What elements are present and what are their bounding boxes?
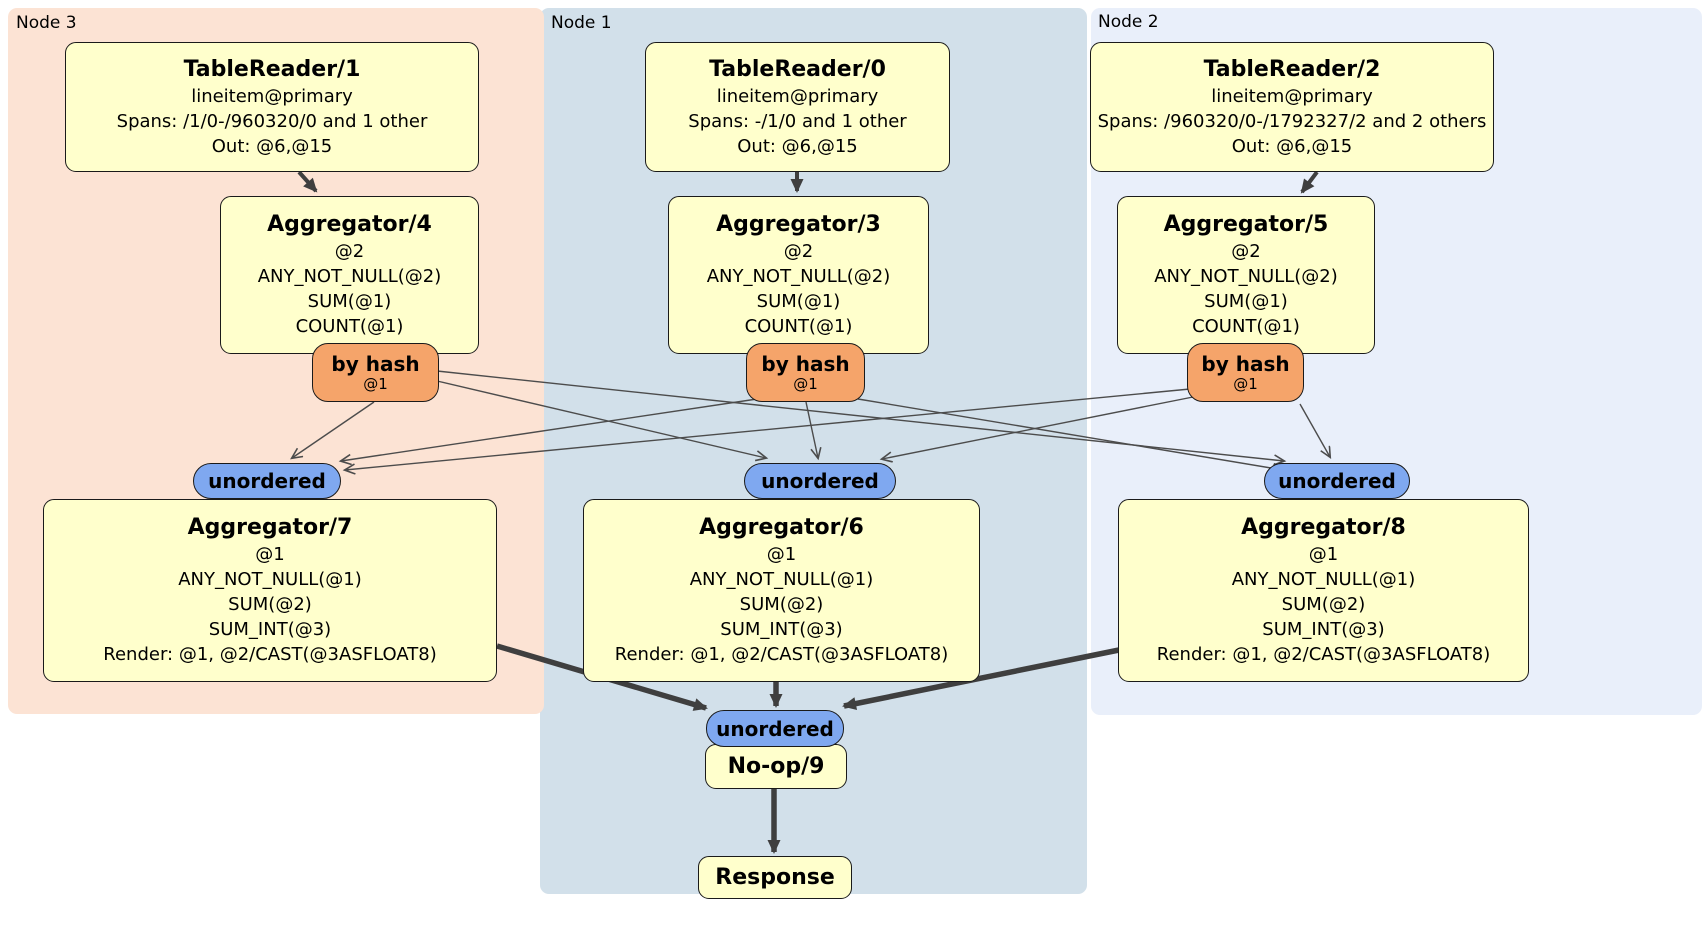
processor-title: Aggregator/8 [1241, 515, 1406, 540]
processor-line: SUM_INT(@3) [1262, 619, 1385, 640]
processor-line: SUM_INT(@3) [208, 619, 332, 640]
region-label-node1: Node 1 [551, 13, 612, 33]
processor-line: Out: @6,@15 [1231, 135, 1353, 157]
processor-title: TableReader/0 [709, 56, 886, 82]
router-by-hash-5: by hash @1 [1187, 343, 1304, 402]
processor-line: Spans: /960320/0-/1792327/2 and 2 others [1097, 110, 1487, 132]
processor-line: SUM(@1) [1204, 291, 1288, 312]
sync-unordered-final: unordered [706, 710, 844, 747]
processor-response: Response [698, 856, 852, 899]
processor-line: ANY_NOT_NULL(@2) [706, 266, 891, 287]
processor-title: Aggregator/5 [1163, 212, 1329, 237]
processor-line: @1 [1308, 544, 1339, 565]
processor-title: TableReader/2 [1203, 56, 1381, 82]
processor-tablereader-0: TableReader/0 lineitem@primary Spans: -/… [645, 42, 950, 172]
processor-line: Render: @1, @2/CAST(@3ASFLOAT8) [103, 644, 437, 665]
processor-line: Render: @1, @2/CAST(@3ASFLOAT8) [614, 644, 949, 665]
processor-line: ANY_NOT_NULL(@1) [178, 569, 362, 590]
sync-label: unordered [761, 469, 879, 493]
processor-line: SUM(@2) [1281, 594, 1366, 615]
processor-title: Aggregator/6 [699, 515, 864, 540]
processor-aggregator-6: Aggregator/6 @1 ANY_NOT_NULL(@1) SUM(@2)… [583, 499, 980, 682]
processor-line: Spans: -/1/0 and 1 other [688, 110, 907, 132]
processor-aggregator-5: Aggregator/5 @2 ANY_NOT_NULL(@2) SUM(@1)… [1117, 196, 1375, 354]
router-by-hash-3: by hash @1 [746, 343, 865, 402]
router-label: by hash [761, 351, 850, 376]
sync-label: unordered [1278, 469, 1396, 493]
processor-line: ANY_NOT_NULL(@1) [689, 569, 874, 590]
processor-line: Render: @1, @2/CAST(@3ASFLOAT8) [1156, 644, 1491, 665]
reader-agg-edges [297, 170, 1319, 194]
processor-line: @1 [255, 544, 285, 565]
processor-line: @2 [1231, 241, 1261, 262]
sync-unordered-7: unordered [193, 463, 341, 499]
processor-line: COUNT(@1) [295, 316, 404, 337]
sync-unordered-6: unordered [744, 463, 896, 499]
processor-aggregator-7: Aggregator/7 @1 ANY_NOT_NULL(@1) SUM(@2)… [43, 499, 497, 682]
processor-title: Aggregator/4 [267, 212, 432, 237]
processor-tablereader-1: TableReader/1 lineitem@primary Spans: /1… [65, 42, 479, 172]
processor-line: ANY_NOT_NULL(@2) [257, 266, 442, 287]
processor-line: @1 [766, 544, 797, 565]
processor-title: Aggregator/3 [716, 212, 881, 237]
processor-aggregator-3: Aggregator/3 @2 ANY_NOT_NULL(@2) SUM(@1)… [668, 196, 929, 354]
processor-line: ANY_NOT_NULL(@2) [1154, 266, 1338, 287]
processor-line: Out: @6,@15 [211, 135, 333, 157]
processor-title: TableReader/1 [183, 56, 361, 82]
processor-line: @2 [334, 241, 365, 262]
router-label: by hash [331, 351, 420, 376]
router-by-hash-4: by hash @1 [312, 343, 439, 402]
processor-line: SUM(@2) [228, 594, 312, 615]
processor-line: @2 [783, 241, 814, 262]
sync-unordered-8: unordered [1264, 463, 1410, 499]
processor-line: COUNT(@1) [744, 316, 853, 337]
processor-line: COUNT(@1) [1192, 316, 1300, 337]
processor-title: Aggregator/7 [187, 515, 353, 540]
router-label: by hash [1201, 351, 1290, 376]
region-label-node2: Node 2 [1098, 12, 1159, 32]
processor-aggregator-8: Aggregator/8 @1 ANY_NOT_NULL(@1) SUM(@2)… [1118, 499, 1529, 682]
processor-line: lineitem@primary [1211, 85, 1373, 107]
processor-line: lineitem@primary [191, 85, 353, 107]
router-sublabel: @1 [793, 374, 818, 393]
processor-tablereader-2: TableReader/2 lineitem@primary Spans: /9… [1090, 42, 1494, 172]
router-sublabel: @1 [363, 374, 388, 393]
region-label-node3: Node 3 [16, 13, 77, 33]
processor-line: ANY_NOT_NULL(@1) [1231, 569, 1416, 590]
sync-label: unordered [208, 469, 326, 493]
processor-line: lineitem@primary [716, 85, 879, 107]
router-sublabel: @1 [1233, 374, 1258, 393]
sync-label: unordered [716, 716, 834, 741]
processor-noop-9: No-op/9 [705, 744, 847, 789]
router-sync-edges [292, 370, 1330, 470]
processor-line: SUM(@1) [756, 291, 841, 312]
processor-title: No-op/9 [727, 753, 825, 779]
processor-aggregator-4: Aggregator/4 @2 ANY_NOT_NULL(@2) SUM(@1)… [220, 196, 479, 354]
processor-line: Out: @6,@15 [737, 135, 858, 157]
processor-line: Spans: /1/0-/960320/0 and 1 other [116, 110, 428, 132]
processor-line: SUM(@2) [739, 594, 824, 615]
processor-line: SUM_INT(@3) [720, 619, 843, 640]
processor-title: Response [715, 864, 835, 890]
processor-line: SUM(@1) [307, 291, 392, 312]
